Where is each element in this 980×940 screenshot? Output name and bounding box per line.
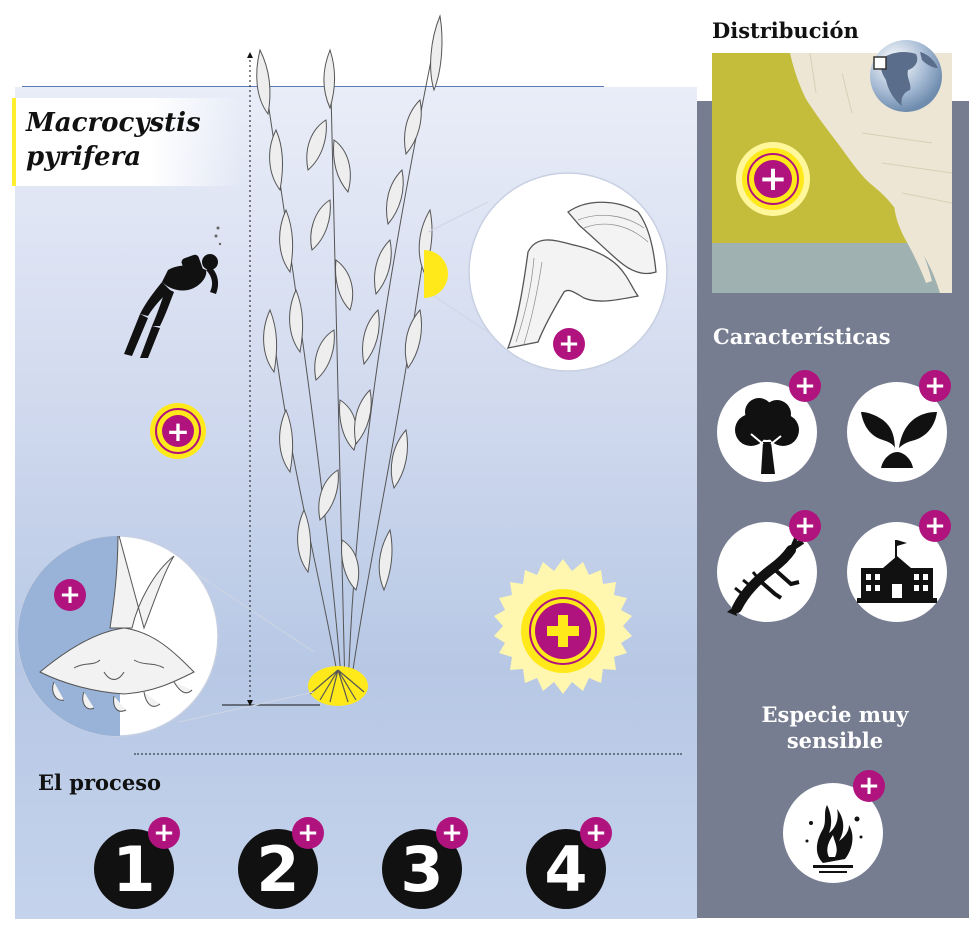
step-1-info-plus[interactable]: +	[148, 817, 180, 849]
species-title: Macrocystis pyrifera	[26, 108, 201, 172]
sensitivity-title: Especie muy sensible	[761, 702, 909, 753]
distribution-title: Distribución	[712, 18, 859, 43]
building-icon	[857, 540, 937, 603]
lobster-icon	[727, 531, 814, 616]
blade-highlight-marker	[424, 250, 448, 298]
plus-icon: +	[162, 415, 194, 448]
map-info-marker[interactable]: +	[736, 142, 810, 216]
step-3-info-plus[interactable]: +	[436, 817, 468, 849]
sensitivity-info-plus[interactable]: +	[853, 770, 885, 802]
depth-info-marker[interactable]: +	[150, 403, 206, 459]
sun-burst-badge[interactable]	[488, 556, 638, 706]
process-title: El proceso	[38, 770, 162, 795]
globe-icon	[870, 40, 942, 112]
title-box	[12, 98, 242, 186]
tree-icon	[735, 398, 799, 474]
section-divider	[134, 753, 682, 755]
sprout-icon	[861, 412, 937, 468]
plus-icon: +	[754, 159, 792, 199]
process-step-1[interactable]: 1	[94, 829, 174, 909]
blade-detail-zoom	[427, 172, 668, 372]
blade-info-plus[interactable]: +	[553, 328, 585, 360]
building-info-plus[interactable]: +	[919, 510, 951, 542]
lobster-info-plus[interactable]: +	[789, 510, 821, 542]
diver-illustration	[124, 226, 222, 358]
tree-info-plus[interactable]: +	[789, 370, 821, 402]
step-4-info-plus[interactable]: +	[580, 817, 612, 849]
characteristics-title: Características	[713, 324, 891, 349]
kelp-plant-illustration	[256, 14, 443, 706]
holdfast-info-plus[interactable]: +	[54, 579, 86, 611]
holdfast-detail-zoom	[17, 535, 315, 737]
sprout-info-plus[interactable]: +	[919, 370, 951, 402]
water-surface-line	[22, 86, 604, 87]
kelp-fire-icon	[805, 805, 863, 873]
height-measure-line	[222, 52, 320, 706]
step-2-info-plus[interactable]: +	[292, 817, 324, 849]
